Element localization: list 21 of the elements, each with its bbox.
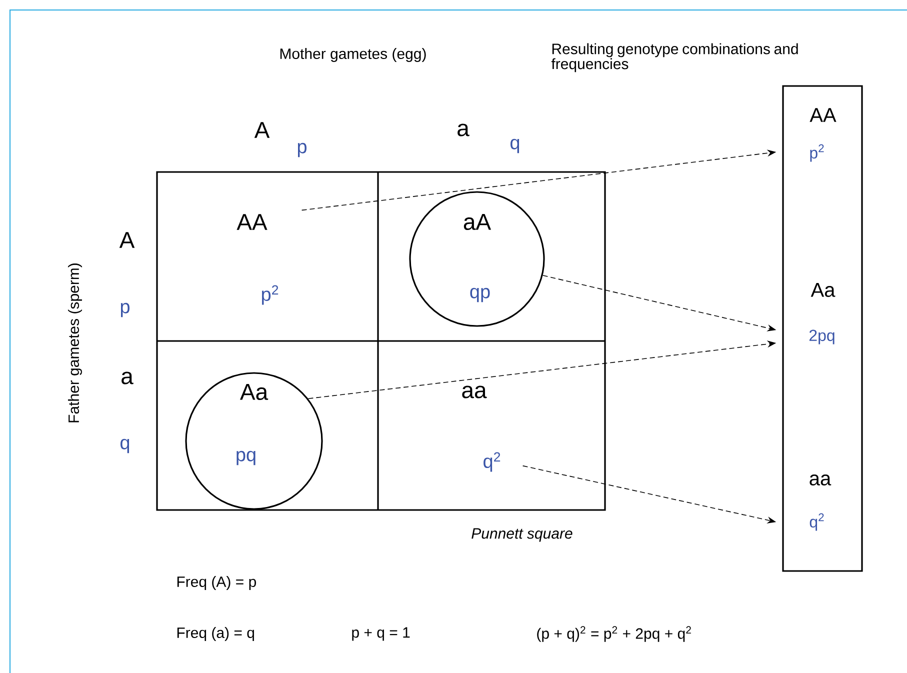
circled-genotype: aA qp [409,191,545,327]
axis-title: Mother gametes (egg) [280,48,426,62]
allele-label: p [298,142,306,158]
allele-label: a [458,124,470,136]
circled-genotype: Aa pq [185,372,323,510]
equation: p + q = 1 [352,627,410,641]
caption: Punnett square [472,528,572,542]
equation: Freq (A) = p [177,576,256,590]
axis-title: Father gametes (sperm) [68,264,82,422]
allele-label: p [120,302,130,318]
result-box: AA p$^{2}$ Aa 2pq aa q$^{2}$ [782,85,863,572]
allele-label: a [122,372,134,384]
equation: (p + q)$^{2}$ = p$^{2}$ + 2pq + q$^{2}$ [537,626,691,642]
axis-title: Resulting genotype combinations and frequencies [551,43,798,72]
allele-label: A [119,232,135,248]
genotype-text: aa q$^{2}$ [462,386,500,472]
allele-label: q [510,138,520,154]
genotype-text: AA p$^{2}$ [236,214,278,305]
equation: Freq (a) = q [177,627,254,641]
allele-label: q [120,438,130,454]
allele-label: A [254,122,270,138]
